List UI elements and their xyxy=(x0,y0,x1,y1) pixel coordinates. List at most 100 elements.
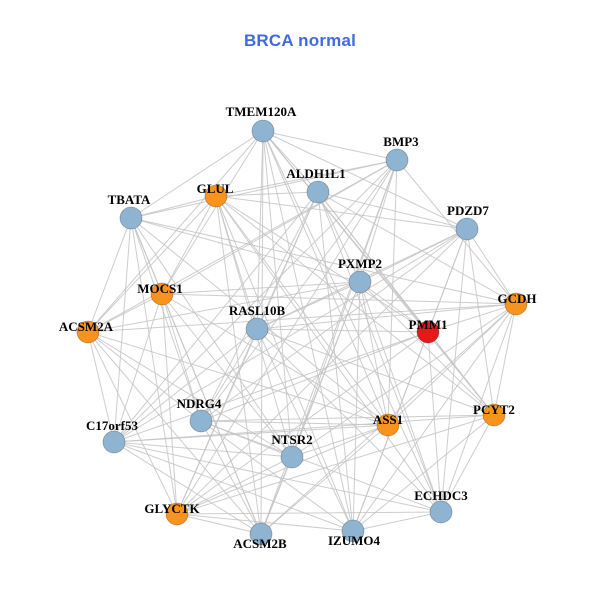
edge-RASL10B-C17orf53 xyxy=(113,328,258,443)
nodes-layer xyxy=(76,119,528,546)
edge-PDZD7-NDRG4 xyxy=(200,228,468,422)
edge-GCDH-PCYT2 xyxy=(493,303,517,416)
edge-TBATA-GLYCTK xyxy=(130,217,178,515)
edge-PDZD7-ECHDC3 xyxy=(440,228,468,513)
edge-RASL10B-PCYT2 xyxy=(256,328,495,416)
node-ALDH1L1 xyxy=(306,180,330,204)
edge-PXMP2-RASL10B xyxy=(256,281,361,330)
node-label-BMP3: BMP3 xyxy=(383,134,419,149)
edge-C17orf53-ACSM2B xyxy=(113,441,262,535)
edge-TBATA-GCDH xyxy=(130,217,517,305)
edge-NTSR2-GLYCTK xyxy=(176,456,293,515)
edge-ECHDC3-GLYCTK xyxy=(176,511,442,515)
node-ACSM2A xyxy=(76,320,100,344)
edge-GLYCTK-ACSM2B xyxy=(176,513,262,535)
edge-TMEM120A-RASL10B xyxy=(256,130,264,330)
edge-TMEM120A-TBATA xyxy=(130,130,264,219)
edge-MOCS1-GCDH xyxy=(161,293,517,305)
edge-ASS1-GLYCTK xyxy=(176,424,389,515)
edge-GLYCTK-IZUMO4 xyxy=(176,513,354,532)
edge-GLUL-TBATA xyxy=(130,195,217,219)
edge-TMEM120A-ALDH1L1 xyxy=(262,130,319,193)
edge-ALDH1L1-GLUL xyxy=(215,191,319,197)
node-label-PCYT2: PCYT2 xyxy=(473,402,515,417)
edge-PXMP2-ACSM2A xyxy=(87,281,361,333)
edge-RASL10B-PMM1 xyxy=(256,328,429,333)
edge-GCDH-ASS1 xyxy=(387,303,517,426)
edge-PMM1-PCYT2 xyxy=(427,331,495,416)
edge-GLUL-ASS1 xyxy=(215,195,389,426)
edge-NDRG4-ACSM2B xyxy=(200,420,262,535)
edge-ACSM2A-C17orf53 xyxy=(87,331,115,443)
edge-NDRG4-PCYT2 xyxy=(200,414,495,422)
node-NDRG4 xyxy=(189,409,213,433)
node-label-TMEM120A: TMEM120A xyxy=(226,104,297,119)
node-label-RASL10B: RASL10B xyxy=(229,303,286,318)
edge-PDZD7-GCDH xyxy=(466,228,517,305)
node-label-GLUL: GLUL xyxy=(197,181,234,196)
edge-GLUL-ACSM2B xyxy=(215,195,262,535)
node-C17orf53 xyxy=(102,430,126,454)
node-GCDH xyxy=(504,292,528,316)
edge-MOCS1-ACSM2A xyxy=(87,293,163,333)
edge-BMP3-TBATA xyxy=(130,159,398,219)
edge-C17orf53-ECHDC3 xyxy=(113,441,442,513)
edge-PMM1-ECHDC3 xyxy=(427,331,442,513)
edge-GCDH-NTSR2 xyxy=(291,303,517,458)
node-TMEM120A xyxy=(251,119,275,143)
edge-TBATA-ACSM2A xyxy=(87,217,132,333)
edge-MOCS1-ACSM2B xyxy=(161,293,262,535)
node-TBATA xyxy=(119,206,143,230)
labels-layer: TMEM120ABMP3ALDH1L1GLULTBATAPDZD7PXMP2MO… xyxy=(59,104,537,551)
edge-ASS1-ACSM2B xyxy=(260,424,389,535)
edge-ACSM2A-NDRG4 xyxy=(87,331,202,422)
edge-TBATA-PXMP2 xyxy=(130,217,361,283)
edge-ALDH1L1-PDZD7 xyxy=(317,191,468,230)
node-label-C17orf53: C17orf53 xyxy=(86,418,138,433)
edge-BMP3-NDRG4 xyxy=(200,159,398,422)
edge-PCYT2-GLYCTK xyxy=(176,414,495,515)
edge-MOCS1-NDRG4 xyxy=(161,293,202,422)
node-PCYT2 xyxy=(482,403,506,427)
edge-PXMP2-MOCS1 xyxy=(161,281,361,295)
edge-TMEM120A-PDZD7 xyxy=(262,130,468,230)
edge-ACSM2A-ASS1 xyxy=(87,331,389,426)
edge-GLUL-PCYT2 xyxy=(215,195,495,416)
edge-TMEM120A-BMP3 xyxy=(262,130,398,161)
edge-PXMP2-ECHDC3 xyxy=(359,281,442,513)
edge-PCYT2-ECHDC3 xyxy=(440,414,495,513)
node-GLUL xyxy=(204,184,228,208)
node-PDZD7 xyxy=(455,217,479,241)
edge-TMEM120A-MOCS1 xyxy=(161,130,264,295)
edge-NDRG4-ECHDC3 xyxy=(200,420,442,513)
edge-ALDH1L1-NDRG4 xyxy=(200,191,319,422)
edge-BMP3-ASS1 xyxy=(387,159,398,426)
edge-ALDH1L1-IZUMO4 xyxy=(317,191,354,532)
node-label-ALDH1L1: ALDH1L1 xyxy=(286,166,345,181)
edge-PXMP2-PCYT2 xyxy=(359,281,495,416)
edge-PMM1-C17orf53 xyxy=(113,331,429,443)
node-PXMP2 xyxy=(348,270,372,294)
edge-BMP3-GLYCTK xyxy=(176,159,398,515)
edge-BMP3-ACSM2A xyxy=(87,159,398,333)
edge-PDZD7-PCYT2 xyxy=(466,228,495,416)
edge-PCYT2-IZUMO4 xyxy=(352,414,495,532)
node-label-ECHDC3: ECHDC3 xyxy=(414,488,468,503)
edges-layer xyxy=(87,130,517,535)
node-NTSR2 xyxy=(280,445,304,469)
edge-ALDH1L1-ECHDC3 xyxy=(317,191,442,513)
node-label-GCDH: GCDH xyxy=(498,291,537,306)
edge-GLUL-ECHDC3 xyxy=(215,195,442,513)
node-label-ACSM2B: ACSM2B xyxy=(233,536,287,551)
edge-ACSM2A-ACSM2B xyxy=(87,331,262,535)
edge-ALDH1L1-C17orf53 xyxy=(113,191,319,443)
edge-ACSM2A-NTSR2 xyxy=(87,331,293,458)
node-label-ASS1: ASS1 xyxy=(373,412,403,427)
figure-title: BRCA normal xyxy=(243,31,357,50)
edge-ACSM2A-GLYCTK xyxy=(87,331,178,515)
node-label-ACSM2A: ACSM2A xyxy=(59,319,114,334)
node-BMP3 xyxy=(385,148,409,172)
edge-TBATA-NTSR2 xyxy=(130,217,293,458)
edge-TBATA-NDRG4 xyxy=(130,217,202,422)
